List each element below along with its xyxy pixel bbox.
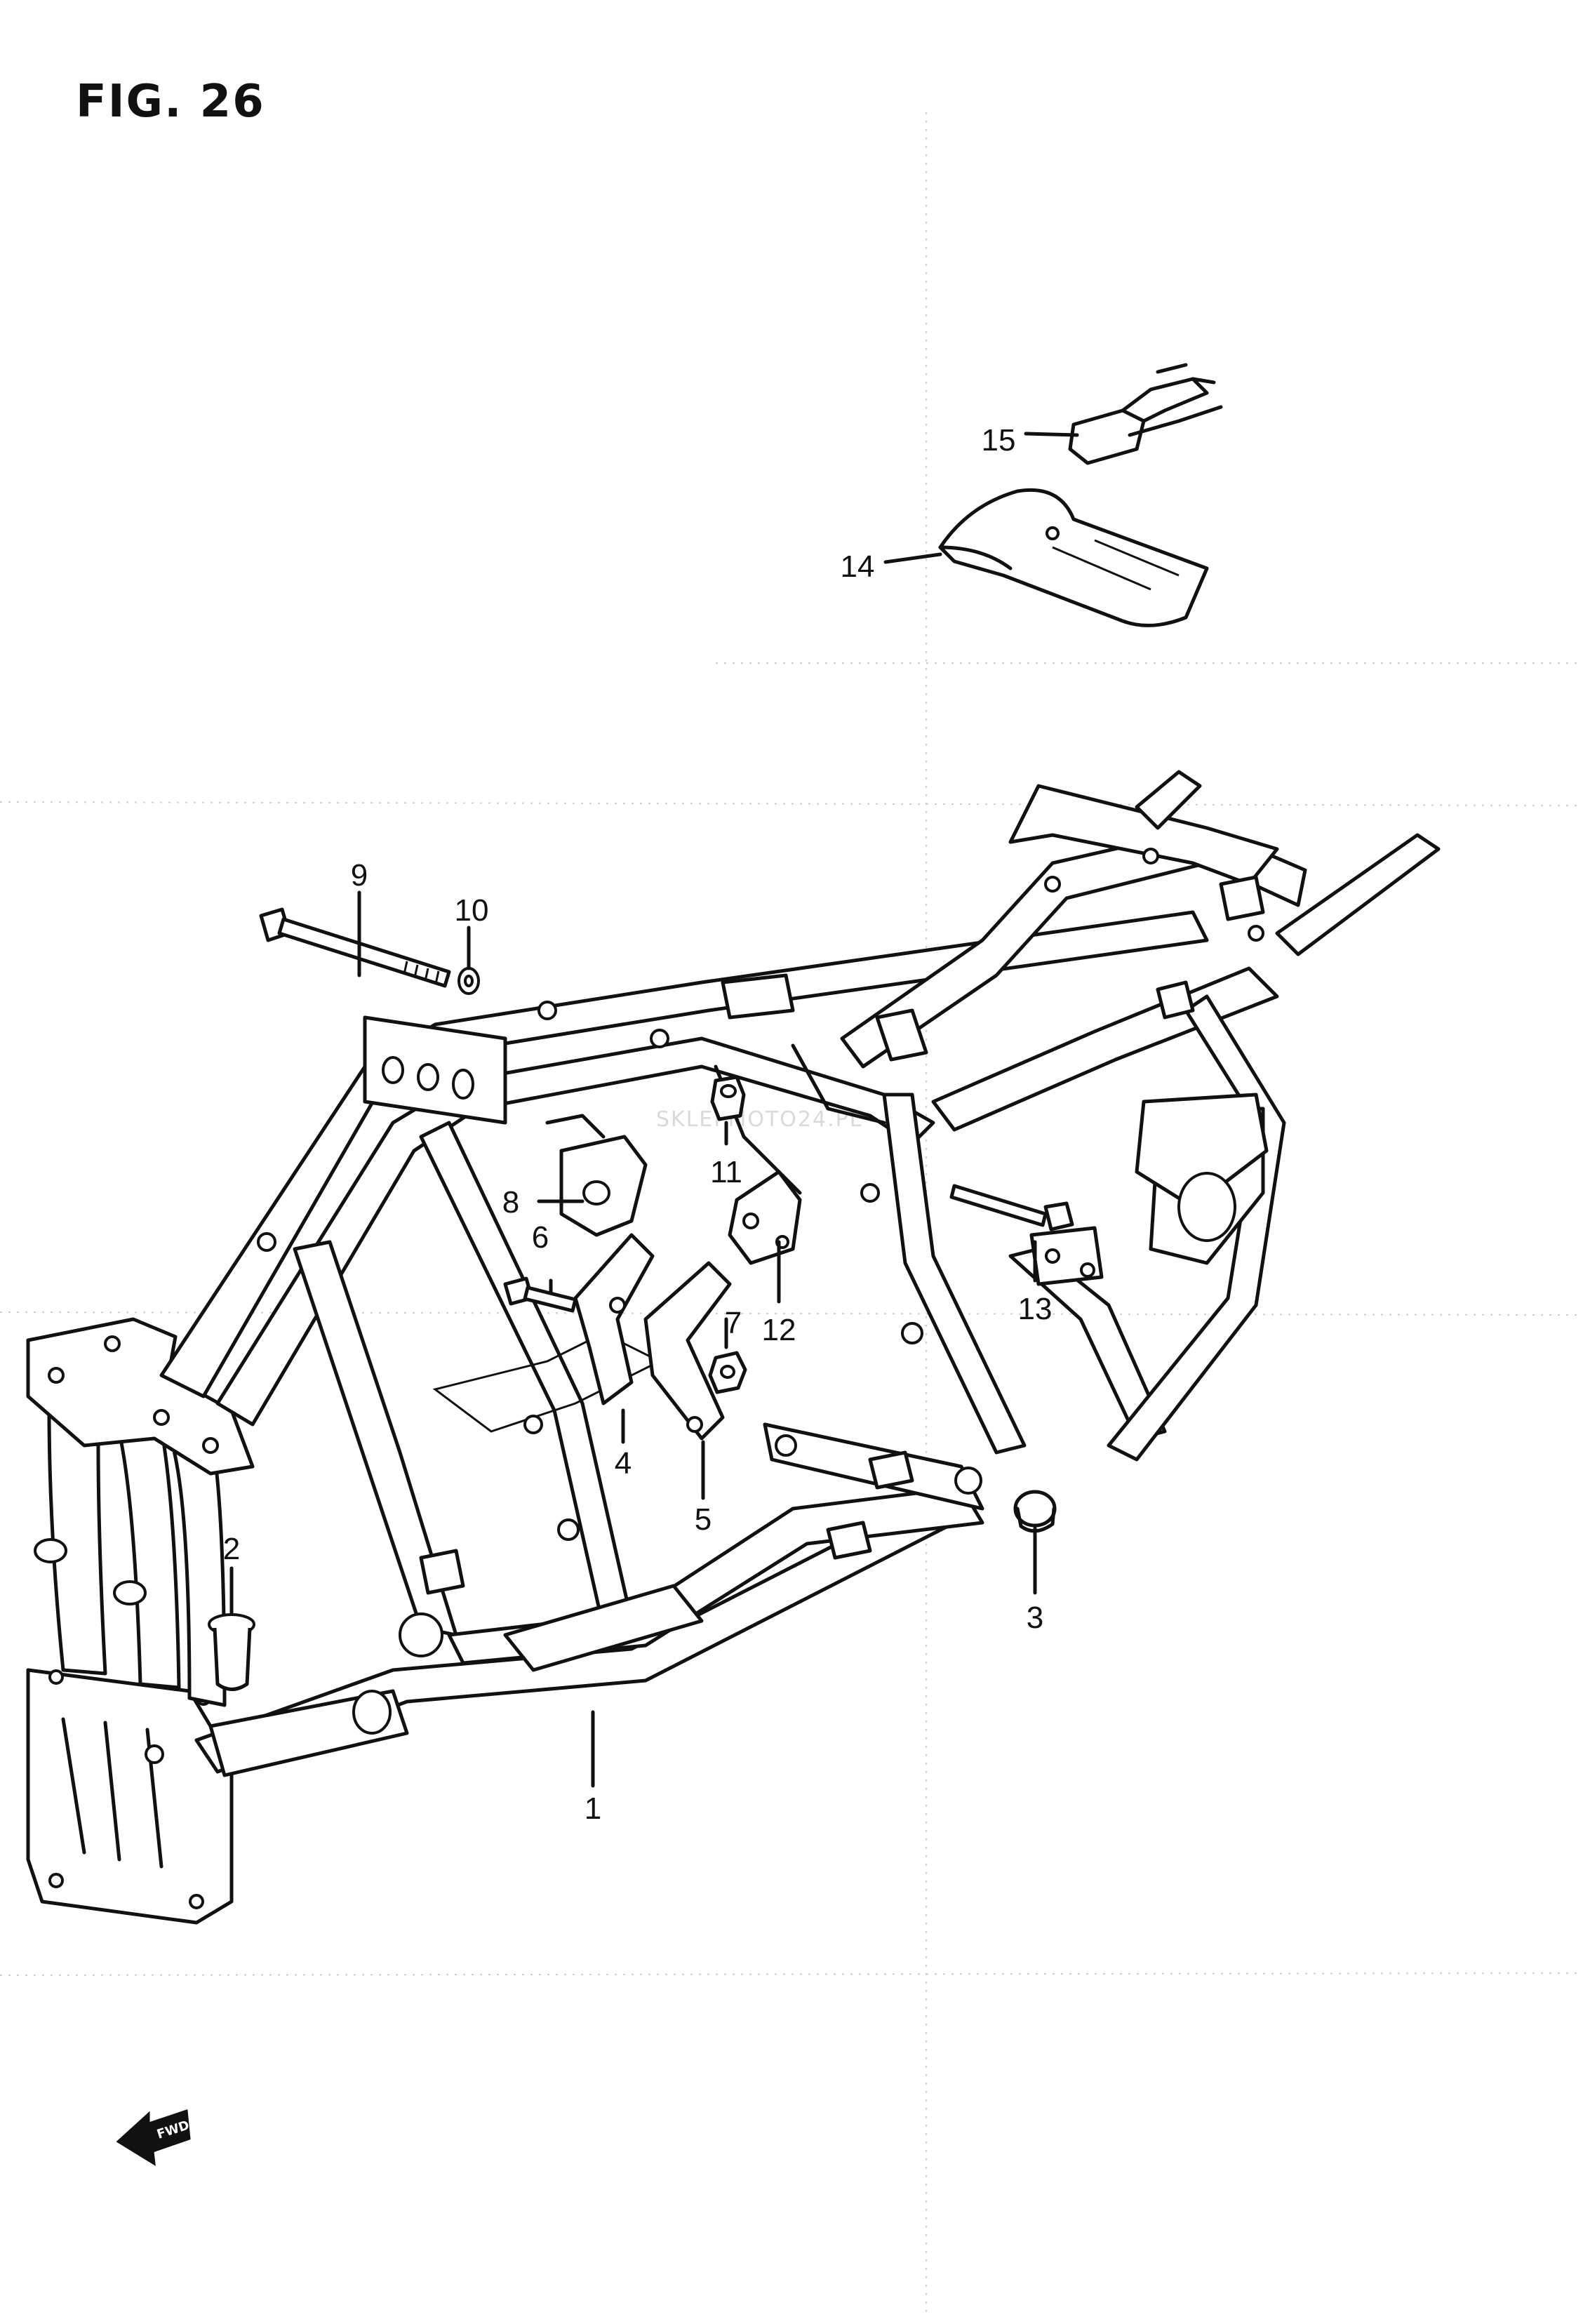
watermark: SKLEPMOTO24.PL	[656, 1107, 862, 1132]
front-upright-right	[166, 1429, 227, 1707]
callout-13: 13	[1018, 1292, 1053, 1326]
front-upright-left	[47, 1408, 107, 1676]
callout-11: 11	[710, 1155, 742, 1189]
front-upright-mid	[103, 1387, 181, 1690]
part-15-clamp	[1068, 363, 1223, 465]
forward-arrow-icon: FWD	[116, 2109, 191, 2166]
rear-plate-hole	[1177, 1172, 1236, 1242]
callout-1: 1	[585, 1791, 601, 1826]
upper-rail-inner	[215, 1036, 935, 1427]
part-8-bracket	[545, 1114, 648, 1237]
part-5-bracket	[643, 1261, 732, 1441]
rear-stay	[1107, 994, 1286, 1462]
part-9-bolt	[259, 907, 451, 988]
lower-rail-bend	[503, 1584, 704, 1672]
front-top-crossmember	[26, 1317, 255, 1476]
callout-3: 3	[1027, 1601, 1043, 1635]
part-7-nut	[708, 1351, 747, 1394]
callout-5: 5	[695, 1502, 712, 1537]
frame-assembly	[26, 770, 1441, 1925]
callout-10: 10	[455, 893, 489, 928]
callout-9: 9	[351, 858, 368, 893]
part-10-washer	[457, 967, 480, 995]
part-6-bolt	[503, 1276, 577, 1313]
callout-14: 14	[841, 549, 875, 584]
part-2-bushing	[208, 1613, 255, 1691]
part-12-plate	[728, 1170, 802, 1265]
rear-plate	[1135, 1093, 1269, 1209]
callout-4: 4	[615, 1446, 632, 1481]
rear-top-loop	[1008, 784, 1279, 886]
front-mount-plate	[26, 1668, 234, 1925]
callout-12: 12	[762, 1313, 796, 1347]
scan-lines	[0, 112, 1583, 2316]
figure-title: FIG. 26	[76, 76, 265, 128]
rear-grab-bar	[1275, 833, 1441, 956]
part-11-nut	[710, 1075, 746, 1121]
rear-tab	[1135, 770, 1202, 830]
callout-leaders	[229, 432, 1079, 1788]
callout-2: 2	[223, 1532, 240, 1566]
part-3-cap	[1013, 1490, 1057, 1533]
callout-15: 15	[982, 423, 1016, 458]
callout-labels: 15 14 9 10 8 11 6 7 12 13 4 5 3 2 1	[223, 423, 1053, 1826]
callout-6: 6	[532, 1220, 549, 1255]
part-4-bracket	[573, 1233, 655, 1405]
part-14-cover	[938, 488, 1209, 627]
callout-8: 8	[502, 1185, 519, 1220]
callout-7: 7	[725, 1306, 742, 1340]
mid-post-left	[882, 1093, 1027, 1455]
